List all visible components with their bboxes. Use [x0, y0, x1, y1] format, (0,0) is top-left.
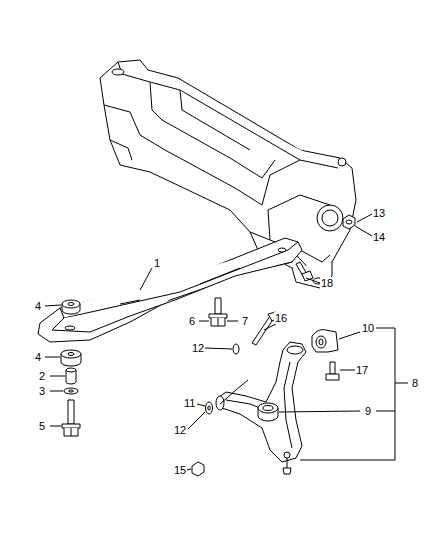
callout-number: 6: [188, 315, 196, 327]
callout-number: 1: [153, 257, 161, 269]
bolt: [296, 262, 313, 281]
bushing-bracket: [312, 330, 338, 352]
callout-number: 3: [38, 385, 46, 397]
callout-number: 5: [38, 420, 46, 432]
callout-number: 2: [38, 370, 46, 382]
bolt: [62, 400, 80, 436]
callout-number: 18: [320, 277, 334, 289]
support-plate: [38, 238, 302, 342]
callout-number: 7: [241, 315, 249, 327]
callout-number: 15: [173, 464, 187, 476]
bushing: [61, 300, 81, 366]
bolt: [209, 298, 227, 326]
callout-number: 9: [364, 405, 372, 417]
bolt: [326, 362, 339, 380]
callout-number: 8: [411, 377, 419, 389]
callout-number: 11: [183, 397, 196, 409]
nut: [343, 215, 355, 229]
callout-number: 4: [34, 351, 42, 363]
sleeve: [66, 368, 76, 384]
callout-number: 17: [355, 364, 369, 376]
callout-number: 16: [274, 312, 288, 324]
crossmember: [100, 60, 356, 288]
callout-number: 13: [372, 207, 386, 219]
callout-number: 12: [173, 424, 187, 436]
nut: [192, 462, 204, 476]
callout-number: 4: [34, 300, 42, 312]
washer: [64, 388, 78, 394]
callout-number: 12: [191, 342, 205, 354]
bushing: [258, 403, 278, 421]
control-arm: [216, 342, 306, 474]
callout-number: 14: [372, 231, 386, 243]
callout-number: 10: [361, 322, 375, 334]
leader-lines: [45, 214, 408, 470]
